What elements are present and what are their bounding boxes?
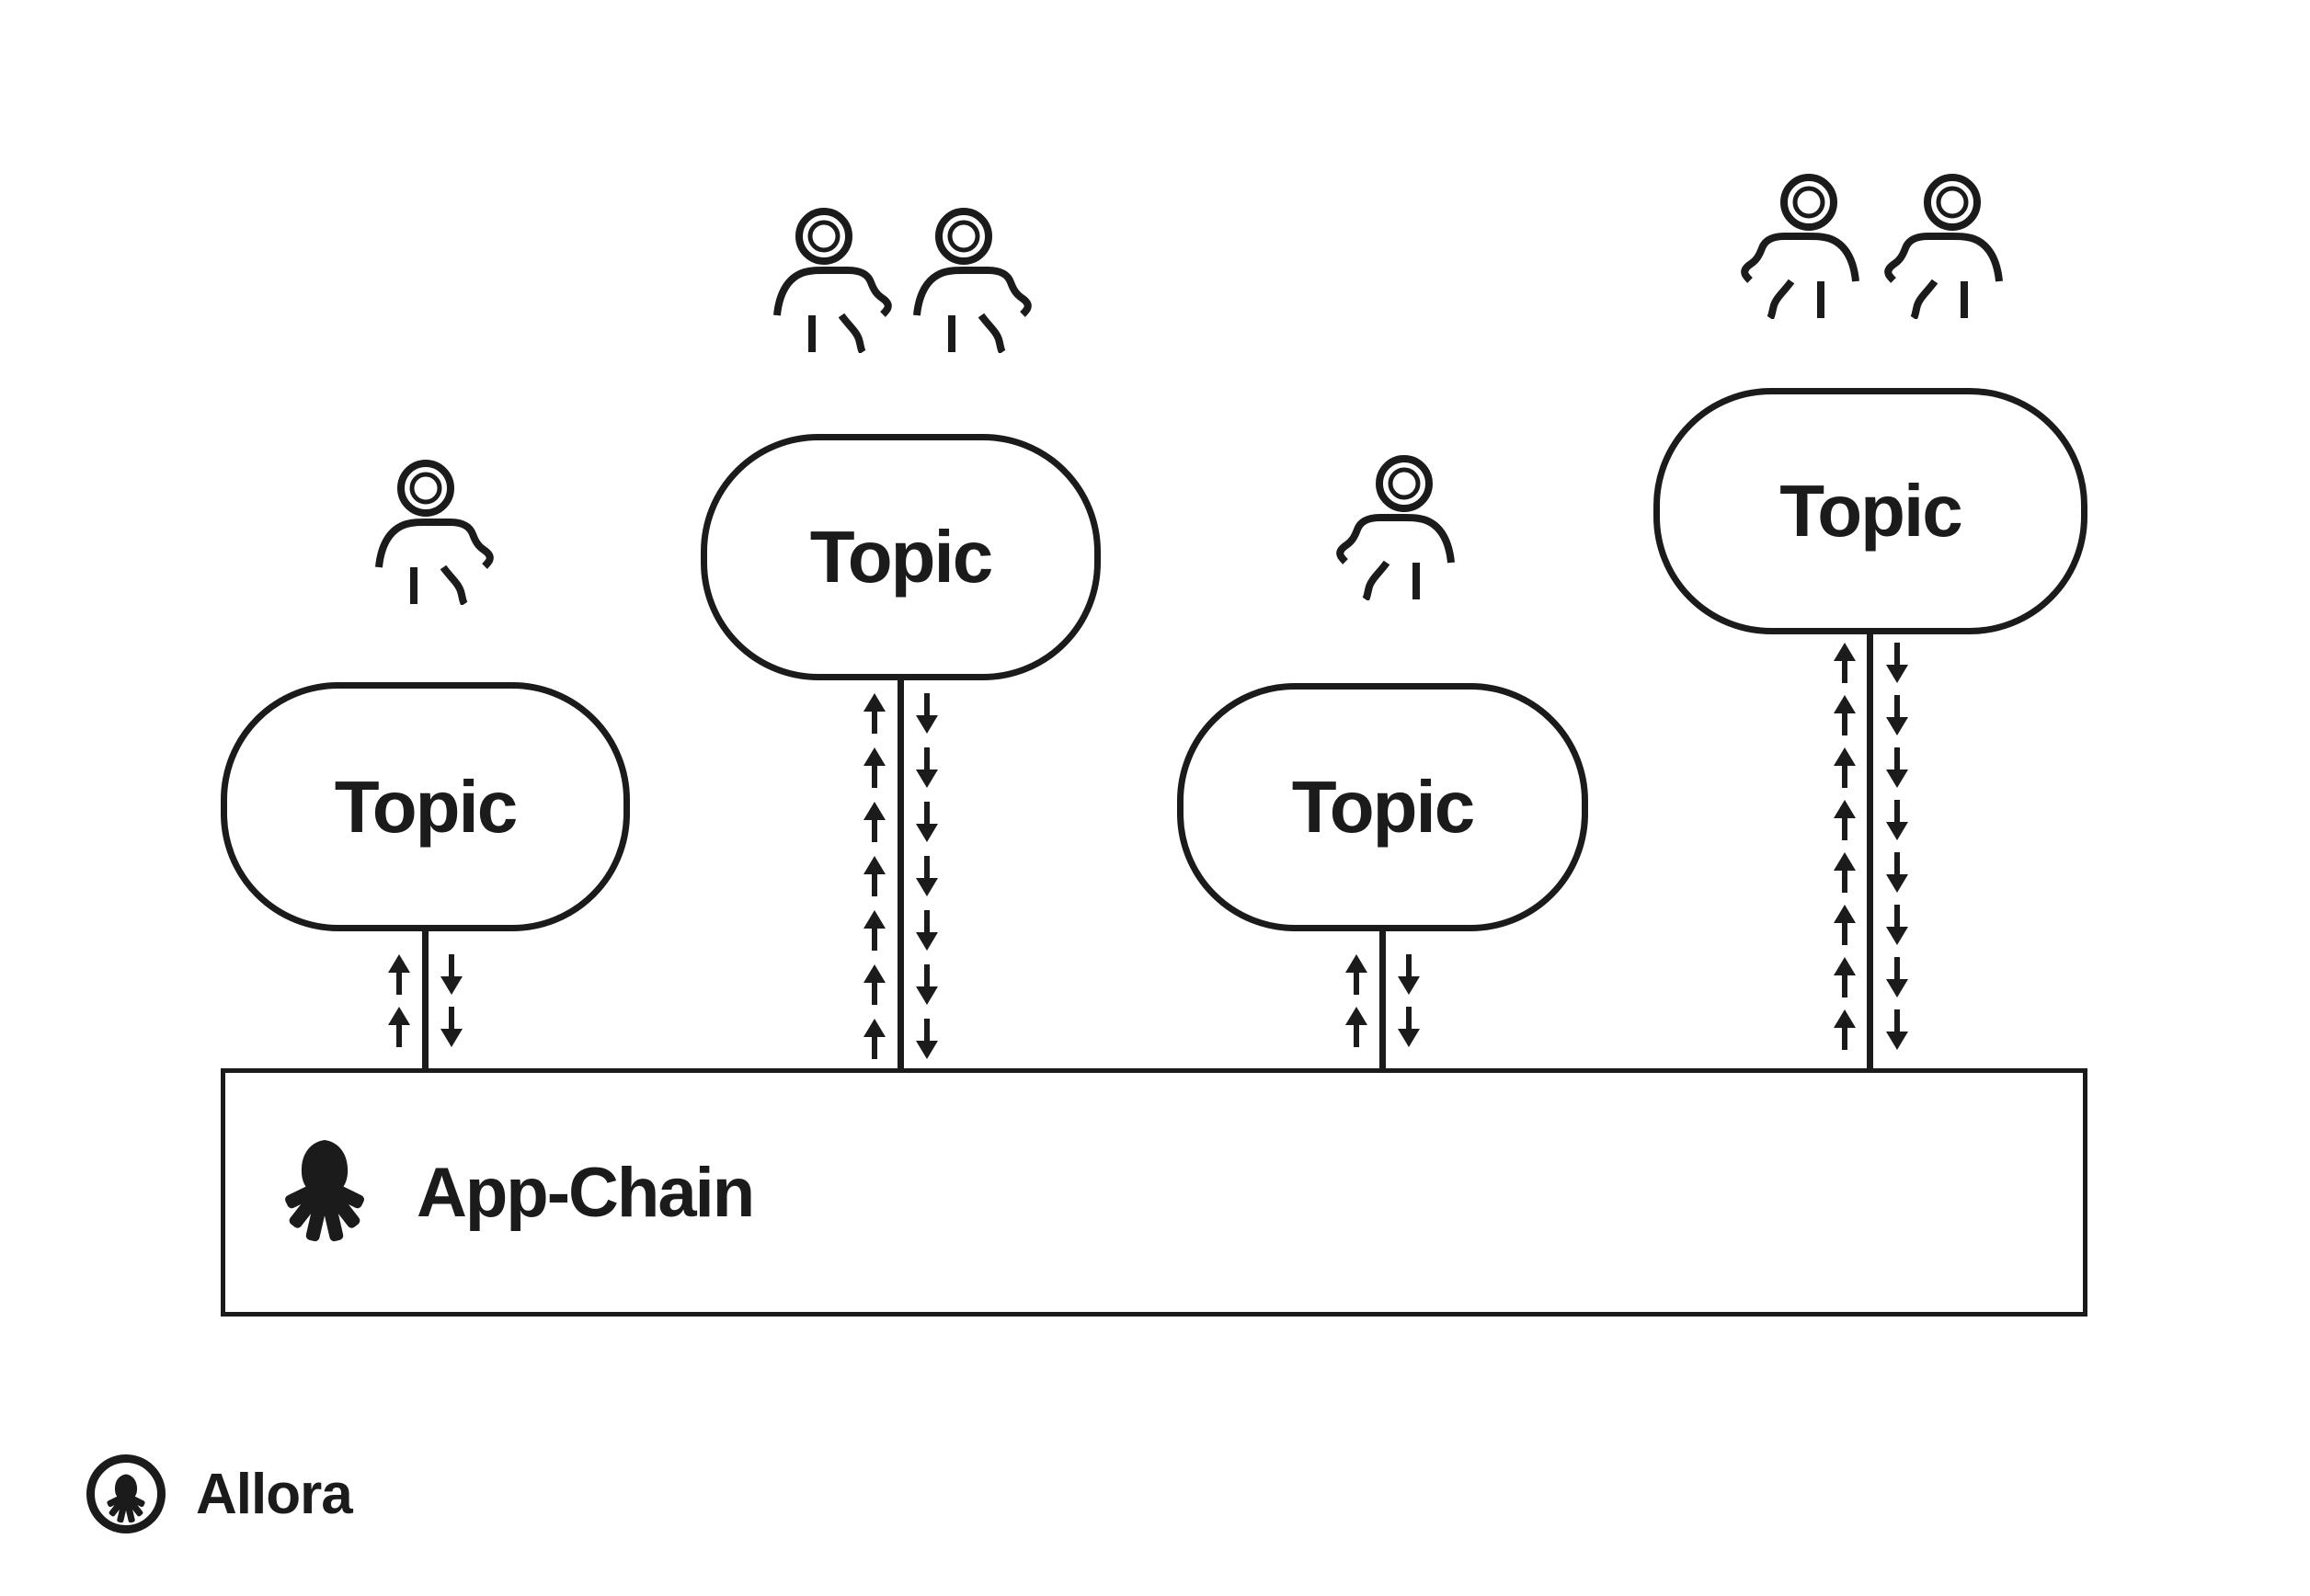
topic-label: Topic	[1291, 766, 1475, 848]
up-arrow-icon	[863, 856, 886, 896]
up-arrow-column	[1831, 642, 1858, 1051]
down-arrow-icon	[1886, 905, 1908, 945]
brand-name: Allora	[196, 1462, 353, 1526]
person-icon	[1336, 455, 1455, 600]
person-icon	[1741, 174, 1859, 319]
up-arrow-icon	[1834, 852, 1856, 893]
allora-circle-logo	[86, 1454, 166, 1533]
app-chain-label: App-Chain	[417, 1153, 755, 1232]
person-icon	[1884, 174, 2003, 319]
up-arrow-column	[861, 692, 888, 1060]
up-arrow-icon	[1834, 695, 1856, 735]
up-arrow-icon	[863, 747, 886, 788]
topic-bubble-1: Topic	[221, 682, 630, 931]
up-arrow-icon	[863, 964, 886, 1005]
topic-bubble-4: Topic	[1653, 388, 2087, 634]
down-arrow-icon	[916, 856, 938, 896]
topic-label: Topic	[809, 516, 993, 598]
down-arrow-icon	[1398, 1007, 1420, 1047]
down-arrow-icon	[916, 693, 938, 734]
down-arrow-column	[438, 953, 465, 1048]
up-arrow-icon	[1834, 643, 1856, 683]
down-arrow-icon	[1886, 800, 1908, 840]
up-arrow-icon	[1834, 957, 1856, 998]
down-arrow-icon	[440, 1007, 463, 1047]
topic-bubble-2: Topic	[701, 434, 1101, 680]
topic-label: Topic	[334, 765, 518, 848]
down-arrow-icon	[916, 964, 938, 1005]
connector-line	[1379, 931, 1386, 1071]
down-arrow-icon	[1886, 1009, 1908, 1050]
down-arrow-icon	[1886, 695, 1908, 735]
up-arrow-icon	[1834, 800, 1856, 840]
down-arrow-column	[1395, 953, 1423, 1048]
up-arrow-icon	[863, 1019, 886, 1059]
up-arrow-icon	[1834, 905, 1856, 945]
topic-bubble-3: Topic	[1177, 683, 1588, 931]
down-arrow-column	[913, 692, 941, 1060]
down-arrow-icon	[1886, 747, 1908, 788]
connector-line	[898, 680, 904, 1071]
person-icon	[375, 460, 494, 605]
down-arrow-icon	[1398, 954, 1420, 995]
down-arrow-icon	[1886, 643, 1908, 683]
up-arrow-icon	[388, 954, 410, 995]
up-arrow-icon	[863, 693, 886, 734]
connector-line	[1867, 634, 1873, 1071]
up-arrow-icon	[863, 802, 886, 842]
down-arrow-icon	[916, 1019, 938, 1059]
app-chain-bar: App-Chain	[221, 1068, 2087, 1317]
up-arrow-icon	[1834, 747, 1856, 788]
up-arrow-icon	[388, 1007, 410, 1047]
connector-line	[422, 931, 429, 1071]
down-arrow-icon	[916, 910, 938, 951]
up-arrow-column	[385, 953, 413, 1048]
allora-mark-icon	[285, 1140, 364, 1242]
up-arrow-icon	[863, 910, 886, 951]
person-icon	[913, 208, 1032, 353]
up-arrow-icon	[1345, 954, 1367, 995]
up-arrow-icon	[1834, 1009, 1856, 1050]
down-arrow-icon	[1886, 852, 1908, 893]
down-arrow-icon	[916, 802, 938, 842]
down-arrow-icon	[1886, 957, 1908, 998]
topic-label: Topic	[1779, 470, 1962, 552]
up-arrow-column	[1343, 953, 1370, 1048]
down-arrow-icon	[916, 747, 938, 788]
person-icon	[773, 208, 892, 353]
down-arrow-icon	[440, 954, 463, 995]
up-arrow-icon	[1345, 1007, 1367, 1047]
brand-footer: Allora	[83, 1451, 353, 1537]
down-arrow-column	[1883, 642, 1911, 1051]
